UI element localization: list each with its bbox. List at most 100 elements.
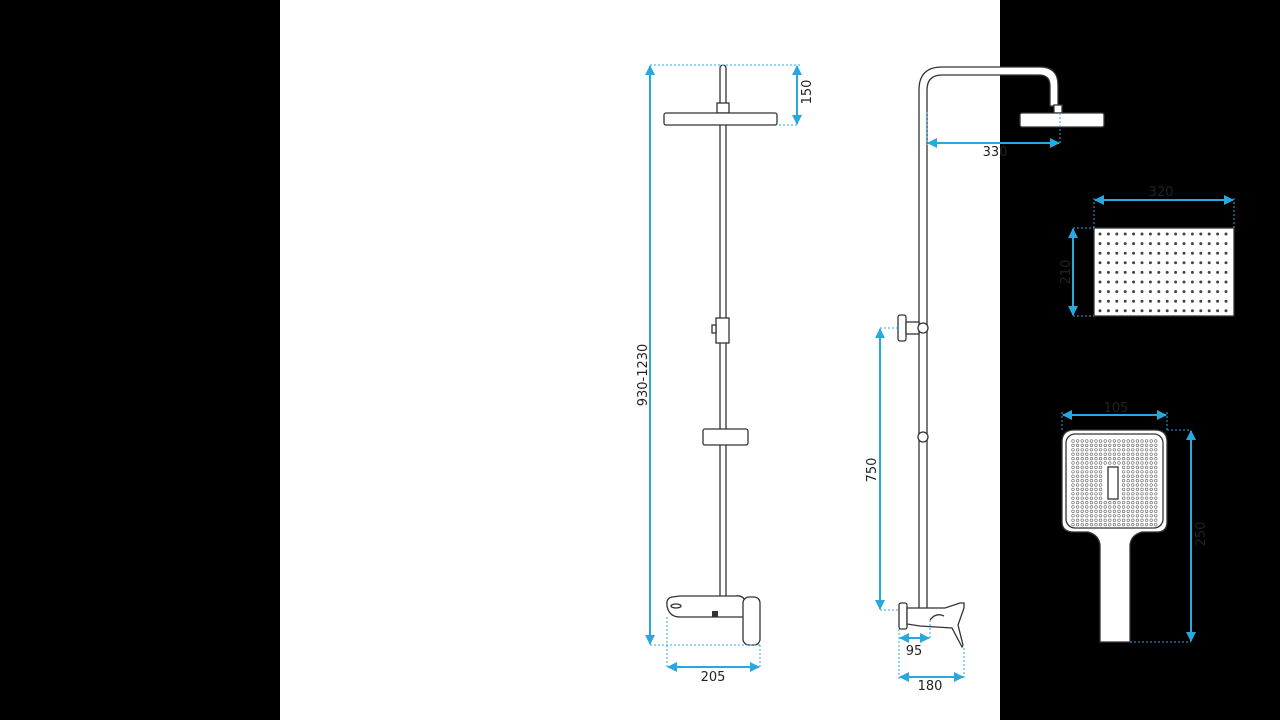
front-mixer-cap: [670, 603, 682, 609]
hand-nozzle: [1149, 487, 1153, 492]
hand-nozzle: [1140, 443, 1144, 448]
hand-nozzle: [1085, 501, 1089, 505]
hand-nozzle: [1108, 457, 1112, 461]
hand-nozzle: [1075, 439, 1080, 443]
hand-nozzle: [1121, 465, 1126, 470]
hand-nozzle: [1121, 439, 1126, 443]
hand-nozzle: [1075, 501, 1080, 505]
hand-nozzle: [1154, 518, 1158, 522]
rain-head-top-view: [1093, 227, 1235, 317]
hand-nozzle: [1089, 465, 1094, 470]
hand-nozzle: [1108, 505, 1112, 509]
hand-nozzle: [1131, 470, 1135, 474]
hand-nozzle: [1098, 448, 1103, 452]
hand-nozzle: [1154, 479, 1158, 483]
hand-nozzle: [1075, 479, 1080, 483]
rain-nozzle: [1224, 270, 1228, 274]
hand-nozzle: [1126, 505, 1130, 509]
hand-nozzle: [1075, 518, 1080, 522]
hand-nozzle: [1144, 492, 1149, 496]
hand-nozzle: [1080, 452, 1084, 456]
hand-nozzle: [1071, 509, 1075, 514]
hand-nozzle: [1080, 501, 1084, 505]
label-mixer-to-holder: 750: [865, 458, 880, 483]
hand-nozzle: [1140, 522, 1144, 527]
hand-nozzle: [1103, 501, 1107, 505]
rain-nozzle: [1123, 242, 1127, 246]
hand-nozzle: [1075, 522, 1080, 527]
hand-nozzle: [1140, 492, 1144, 496]
rain-nozzle: [1115, 309, 1119, 313]
label-hand-width: 105: [1104, 401, 1129, 416]
rain-nozzle: [1207, 280, 1211, 284]
hand-nozzle: [1089, 470, 1094, 474]
hand-nozzle: [1089, 457, 1094, 461]
hand-nozzle: [1075, 452, 1080, 456]
hand-nozzle: [1154, 474, 1158, 478]
rain-nozzle: [1115, 242, 1119, 246]
side-mixer-body: [906, 602, 965, 649]
hand-nozzle: [1154, 501, 1158, 505]
hand-nozzle: [1135, 509, 1140, 514]
rain-nozzle: [1140, 251, 1144, 255]
hand-nozzle: [1085, 505, 1089, 509]
rain-nozzle: [1140, 270, 1144, 274]
hand-nozzle: [1071, 448, 1075, 452]
hand-nozzle: [1108, 501, 1112, 505]
label-arm-reach: 330: [983, 145, 1008, 160]
hand-nozzle: [1135, 474, 1140, 478]
hand-nozzle: [1098, 461, 1103, 465]
hand-nozzle: [1075, 509, 1080, 514]
hand-nozzle: [1089, 439, 1094, 443]
rain-nozzle: [1106, 232, 1110, 236]
hand-nozzle: [1108, 448, 1112, 452]
side-mixer-spout: [929, 614, 945, 621]
hand-nozzle: [1149, 496, 1153, 500]
rain-nozzle: [1165, 270, 1169, 274]
rain-nozzle: [1199, 280, 1203, 284]
hand-nozzle: [1135, 514, 1140, 518]
hand-nozzle: [1094, 439, 1098, 443]
hand-nozzle: [1085, 465, 1089, 470]
rain-nozzle: [1148, 242, 1152, 246]
hand-nozzle: [1149, 492, 1153, 496]
rain-nozzle: [1174, 261, 1178, 265]
hand-nozzle: [1144, 465, 1149, 470]
front-mixer-body: [666, 595, 746, 618]
hand-nozzle: [1154, 509, 1158, 514]
front-rain-head: [663, 112, 778, 126]
hand-nozzle: [1089, 452, 1094, 456]
rain-nozzle: [1106, 309, 1110, 313]
hand-nozzle: [1140, 474, 1144, 478]
hand-nozzle: [1089, 448, 1094, 452]
hand-nozzle: [1112, 514, 1117, 518]
label-mixer-width: 205: [701, 670, 726, 685]
hand-nozzle: [1144, 509, 1149, 514]
hand-nozzle: [1149, 461, 1153, 465]
rain-nozzle: [1157, 251, 1161, 255]
rain-nozzle: [1157, 261, 1161, 265]
hand-nozzle: [1135, 461, 1140, 465]
hand-nozzle: [1094, 483, 1098, 487]
rain-nozzle: [1123, 290, 1127, 294]
rain-nozzle: [1207, 290, 1211, 294]
hand-nozzle: [1094, 474, 1098, 478]
hand-nozzle: [1121, 505, 1126, 509]
hand-nozzle: [1154, 483, 1158, 487]
rain-nozzle: [1115, 232, 1119, 236]
hand-nozzle: [1121, 518, 1126, 522]
hand-nozzle: [1103, 452, 1107, 456]
hand-nozzle: [1098, 474, 1103, 478]
hand-nozzle: [1098, 496, 1103, 500]
hand-nozzle: [1103, 518, 1107, 522]
hand-nozzle: [1080, 518, 1084, 522]
hand-nozzle: [1140, 518, 1144, 522]
hand-nozzle: [1085, 518, 1089, 522]
rain-nozzle: [1115, 251, 1119, 255]
hand-nozzle: [1121, 483, 1126, 487]
rain-nozzle: [1199, 270, 1203, 274]
hand-nozzle: [1098, 487, 1103, 492]
rain-nozzle: [1216, 251, 1220, 255]
hand-nozzle: [1112, 509, 1117, 514]
hand-nozzle: [1131, 452, 1135, 456]
